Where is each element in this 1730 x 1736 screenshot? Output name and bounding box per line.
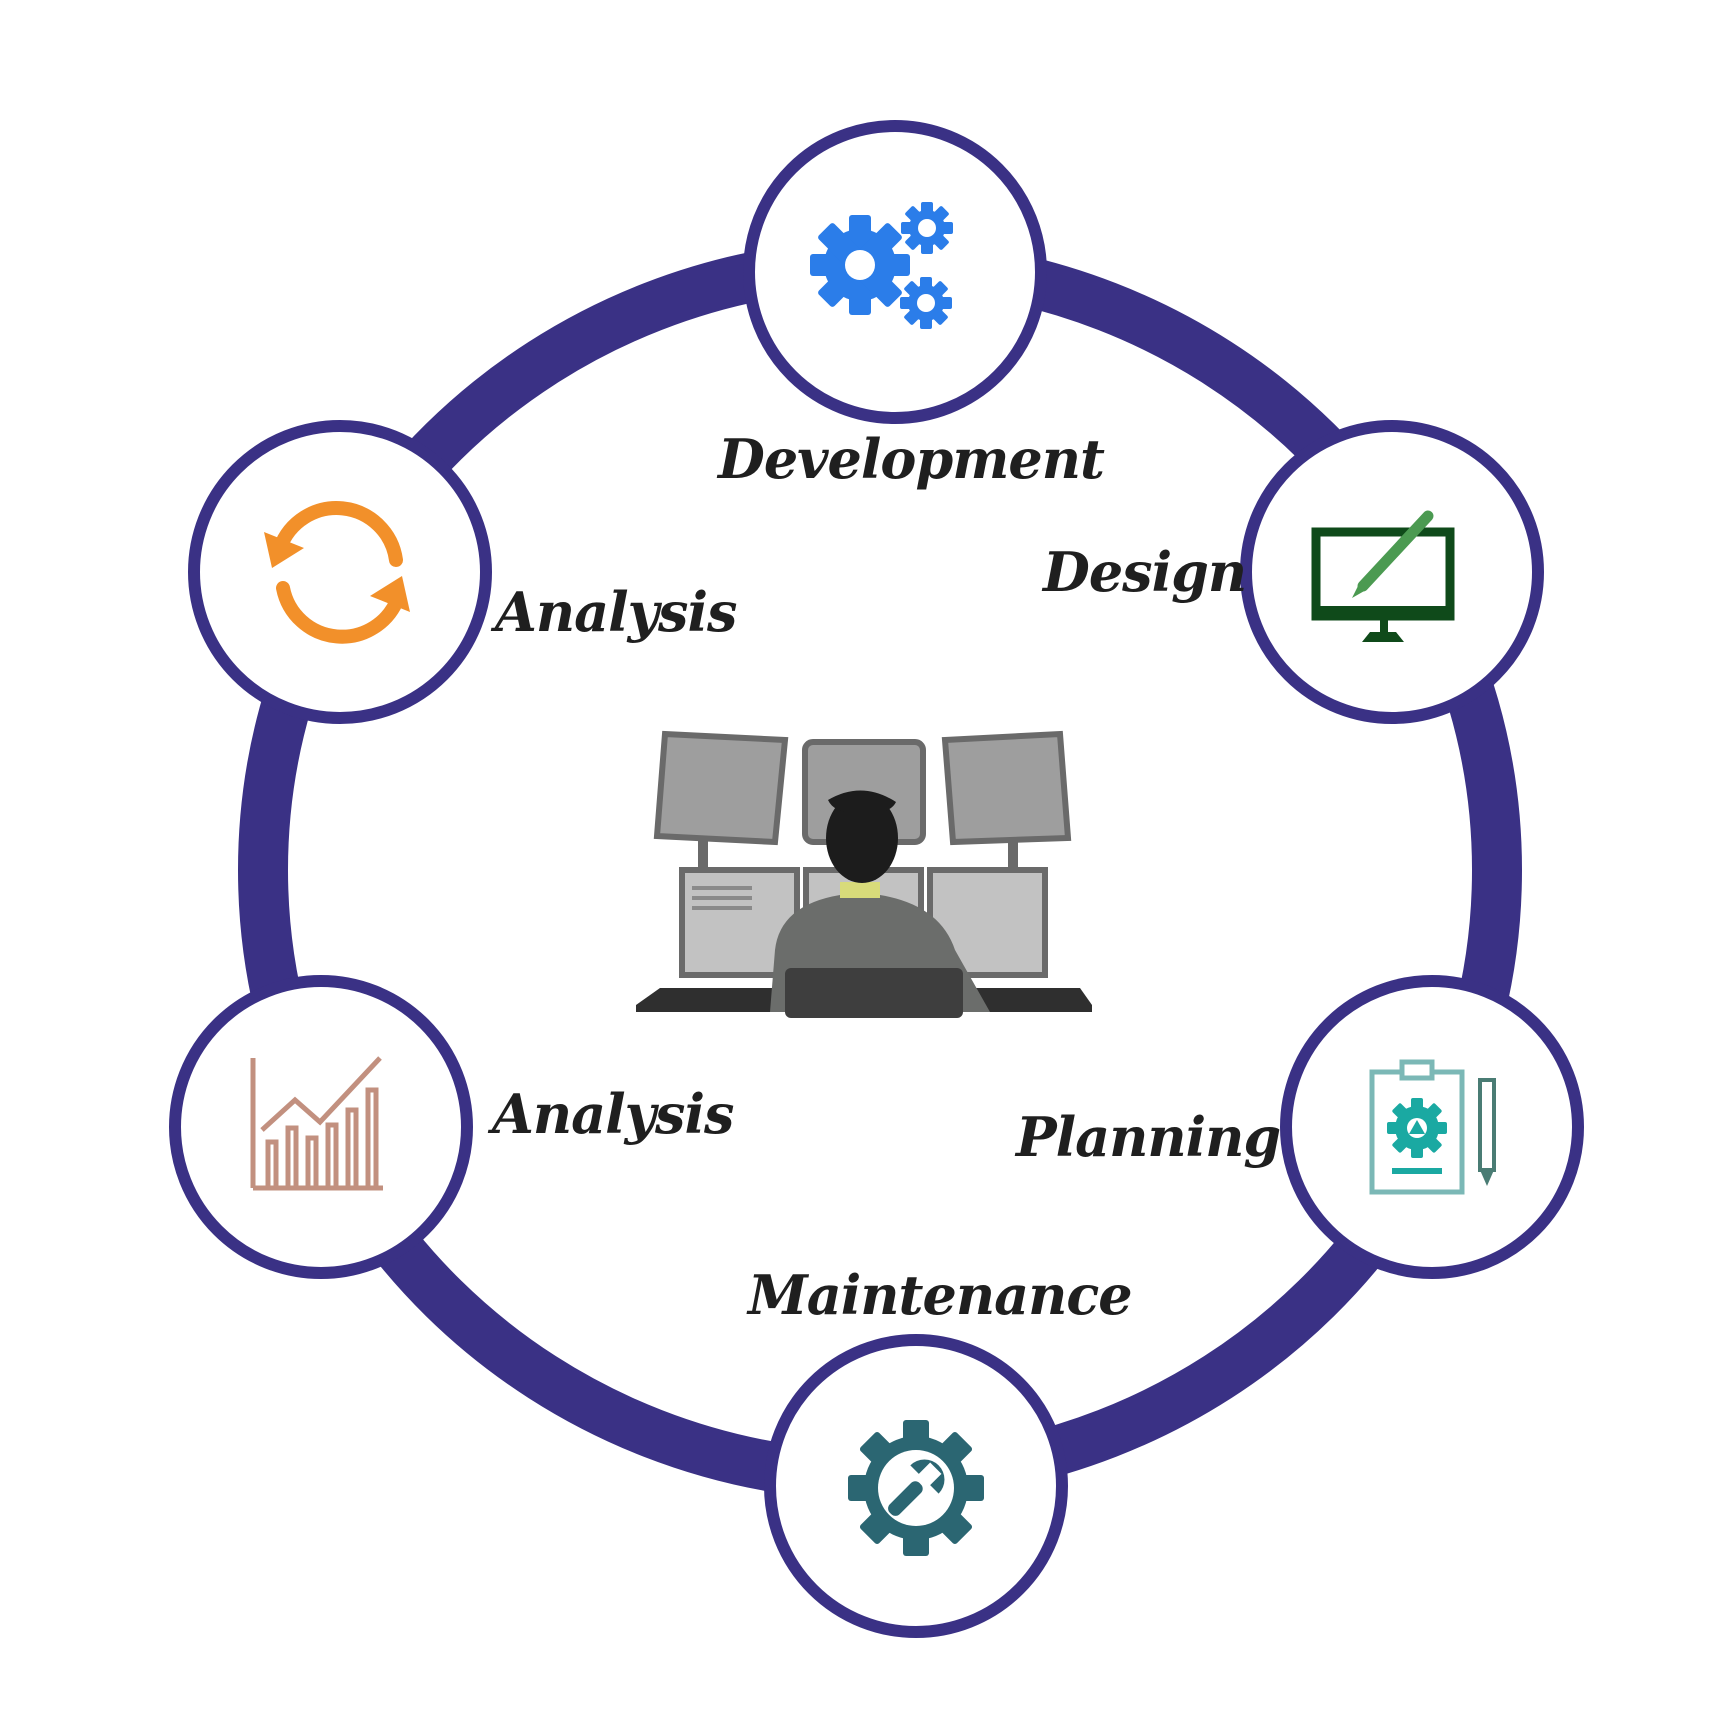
wrench-gear-icon: [848, 1420, 984, 1556]
label-analysis-cycle: Analysis: [495, 580, 737, 644]
refresh-cycle-icon: [264, 501, 410, 644]
operator-at-monitors-illustration: [636, 730, 1092, 1018]
bar-chart-trend-icon: [250, 1056, 383, 1191]
label-analysis-chart: Analysis: [492, 1082, 734, 1146]
label-maintenance: Maintenance: [748, 1263, 1133, 1327]
label-planning: Planning: [1016, 1105, 1281, 1169]
node-analysis-cycle: [188, 420, 492, 724]
label-development: Development: [718, 427, 1105, 491]
gears-icon: [810, 202, 953, 329]
clipboard-gear-pencil-icon: [1369, 1059, 1496, 1195]
node-analysis-chart: [169, 975, 473, 1279]
label-design: Design: [1043, 540, 1247, 604]
monitor-brush-icon: [1311, 510, 1455, 642]
